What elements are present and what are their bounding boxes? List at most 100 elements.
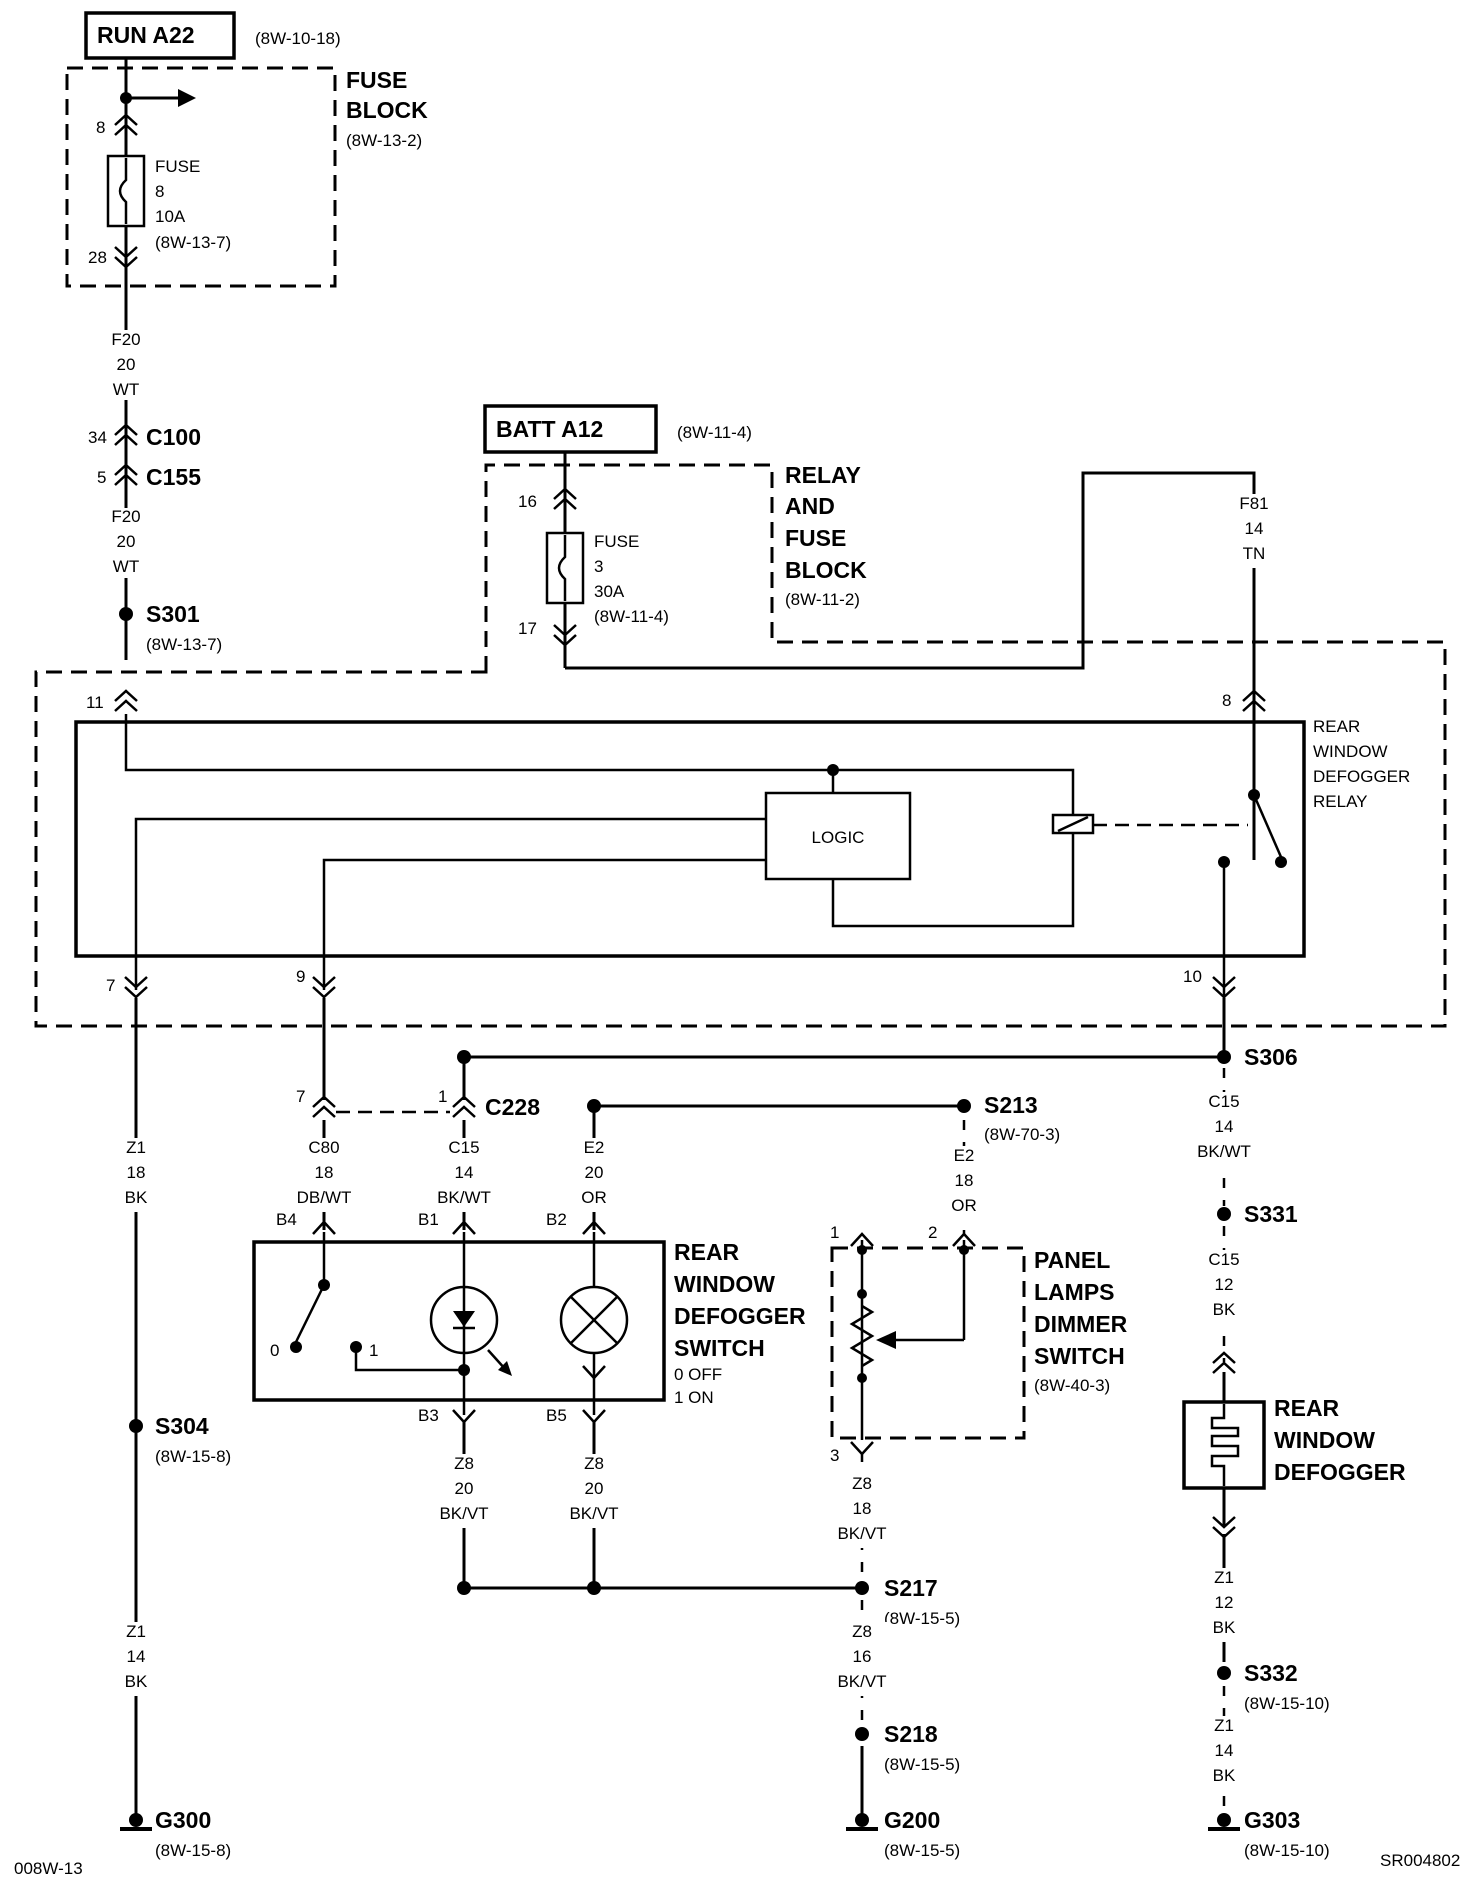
fuse-8-label: FUSE (155, 157, 200, 176)
wire-c80-color: DB/WT (297, 1188, 352, 1207)
switch-state-on: 1 ON (674, 1388, 714, 1407)
splice-s218-ref: (8W-15-5) (884, 1755, 960, 1774)
splice-s332-ref: (8W-15-10) (1244, 1694, 1330, 1713)
fuse-block-title-1: FUSE (346, 67, 407, 93)
wire-c15-14-right-circuit: C15 (1208, 1092, 1239, 1111)
relay-title-1: REAR (1313, 717, 1360, 736)
dimmer-title-2: LAMPS (1034, 1279, 1115, 1305)
dimmer-wiper-arrow (876, 1331, 896, 1349)
switch-pin-b2: B2 (546, 1210, 567, 1229)
wire-z1-12-color: BK (1213, 1618, 1236, 1637)
splice-s301-ref: (8W-13-7) (146, 635, 222, 654)
fuse-block-title-2: BLOCK (346, 97, 428, 123)
fuse-block-ref: (8W-13-2) (346, 131, 422, 150)
wire-z1-18-color: BK (125, 1188, 148, 1207)
wire-f81-circuit: F81 (1239, 494, 1268, 513)
ground-g303-ref: (8W-15-10) (1244, 1841, 1330, 1860)
switch-title-3: DEFOGGER (674, 1303, 806, 1329)
wire-z1-14-left-circuit: Z1 (126, 1622, 146, 1641)
wire-f20-mid-circuit: F20 (111, 507, 140, 526)
wire-c15-14-right-color: BK/WT (1197, 1142, 1251, 1161)
ground-g300-dot (129, 1813, 143, 1827)
wire-f20-top-color-text: WT (113, 380, 139, 399)
splice-s217-label: S217 (884, 1575, 938, 1601)
defogger-title-3: DEFOGGER (1274, 1459, 1406, 1485)
wire-c80-gauge: 18 (315, 1163, 334, 1182)
wire-c15-14-sw-circuit: C15 (448, 1138, 479, 1157)
splice-s332-dot (1217, 1666, 1231, 1680)
relay-logic-label: LOGIC (812, 828, 865, 847)
arrow-right-icon (178, 89, 196, 107)
wire-z1-18-circuit: Z1 (126, 1138, 146, 1157)
relay-pin-10: 10 (1183, 967, 1202, 986)
wire-z8-18-color: BK/VT (837, 1524, 886, 1543)
wire-z1-14-right-circuit: Z1 (1214, 1716, 1234, 1735)
batt-source-ref: (8W-11-4) (677, 423, 752, 442)
ground-g300-ref: (8W-15-8) (155, 1841, 231, 1860)
c155-label: C155 (146, 464, 201, 490)
wire-f81-gauge: 14 (1245, 519, 1264, 538)
wire-z8-20-b-gauge: 20 (585, 1479, 604, 1498)
fuse-8-ref: (8W-13-7) (155, 233, 231, 252)
c228-pin-b: 1 (438, 1087, 447, 1106)
relay-title-2: WINDOW (1313, 742, 1388, 761)
wire-z1-14-right-color: BK (1213, 1766, 1236, 1785)
fuse-3-label: FUSE (594, 532, 639, 551)
splice-s218-dot (855, 1727, 869, 1741)
wire-e2-20-gauge: 20 (585, 1163, 604, 1182)
splice-s213-ref: (8W-70-3) (984, 1125, 1060, 1144)
wire-e2-20-circuit: E2 (584, 1138, 605, 1157)
batt-source-label: BATT A12 (496, 416, 603, 442)
splice-s301-dot (119, 607, 133, 621)
relay-pin-8: 8 (1222, 691, 1231, 710)
splice-s217-ref: (8W-15-5) (884, 1609, 960, 1628)
dimmer-pin-2: 2 (928, 1223, 937, 1242)
c228-pin-a: 7 (296, 1087, 305, 1106)
fuse-3-element (557, 535, 567, 601)
dimmer-title-4: SWITCH (1034, 1343, 1125, 1369)
fuse-3-rating: 30A (594, 582, 625, 601)
wire-f81-color: TN (1243, 544, 1266, 563)
wire-c15-14-right-gauge: 14 (1215, 1117, 1234, 1136)
run-source-ref: (8W-10-18) (255, 29, 341, 48)
splice-s217-dot (855, 1581, 869, 1595)
wire-c15-12-color: BK (1213, 1300, 1236, 1319)
ground-g200-dot (855, 1813, 869, 1827)
splice-s306-label: S306 (1244, 1044, 1298, 1070)
wire-e2-18-color: OR (951, 1196, 977, 1215)
relay-fuse-block-title-4: BLOCK (785, 557, 867, 583)
dimmer-title-1: PANEL (1034, 1247, 1110, 1273)
splice-s301-label: S301 (146, 601, 200, 627)
wire-z1-14-left-color: BK (125, 1672, 148, 1691)
wire-c80-circuit: C80 (308, 1138, 339, 1157)
fuse-3-ref: (8W-11-4) (594, 607, 669, 626)
wire-z8-18-circuit: Z8 (852, 1474, 872, 1493)
wire-z8-16-circuit: Z8 (852, 1622, 872, 1641)
wire-z8-20-a-circuit: Z8 (454, 1454, 474, 1473)
defogger-title-2: WINDOW (1274, 1427, 1375, 1453)
fuse-8-rating: 10A (155, 207, 186, 226)
footer-left-code: 008W-13 (14, 1859, 83, 1878)
wire-z8-16-color: BK/VT (837, 1672, 886, 1691)
switch-pin-b3: B3 (418, 1406, 439, 1425)
dimmer-title-3: DIMMER (1034, 1311, 1128, 1337)
ground-g303-dot (1217, 1813, 1231, 1827)
relay-body (74, 720, 1306, 958)
relay-pin-11: 11 (86, 693, 104, 712)
wire-f20-mid-color: WT (113, 557, 139, 576)
splice-s304-dot (129, 1419, 143, 1433)
switch-pos-0-contact (290, 1341, 302, 1353)
relay-fuse-block-outline (34, 463, 1447, 1028)
dimmer-ref: (8W-40-3) (1034, 1376, 1110, 1395)
dimmer-resistor (849, 1304, 875, 1368)
relay-fuse-block-title-2: AND (785, 493, 835, 519)
wire-e2-20-color: OR (581, 1188, 607, 1207)
wire-f20-top-circuit-text: F20 (111, 330, 140, 349)
fuse3-pin-out: 17 (518, 619, 537, 638)
switch-pos-0: 0 (270, 1341, 279, 1360)
relay-fuse-block-title-1: RELAY (785, 462, 861, 488)
wire-f20-mid-gauge: 20 (117, 532, 136, 551)
switch-body (252, 1240, 666, 1402)
ground-g300-label: G300 (155, 1807, 211, 1833)
wire-e2-18-circuit: E2 (954, 1146, 975, 1165)
